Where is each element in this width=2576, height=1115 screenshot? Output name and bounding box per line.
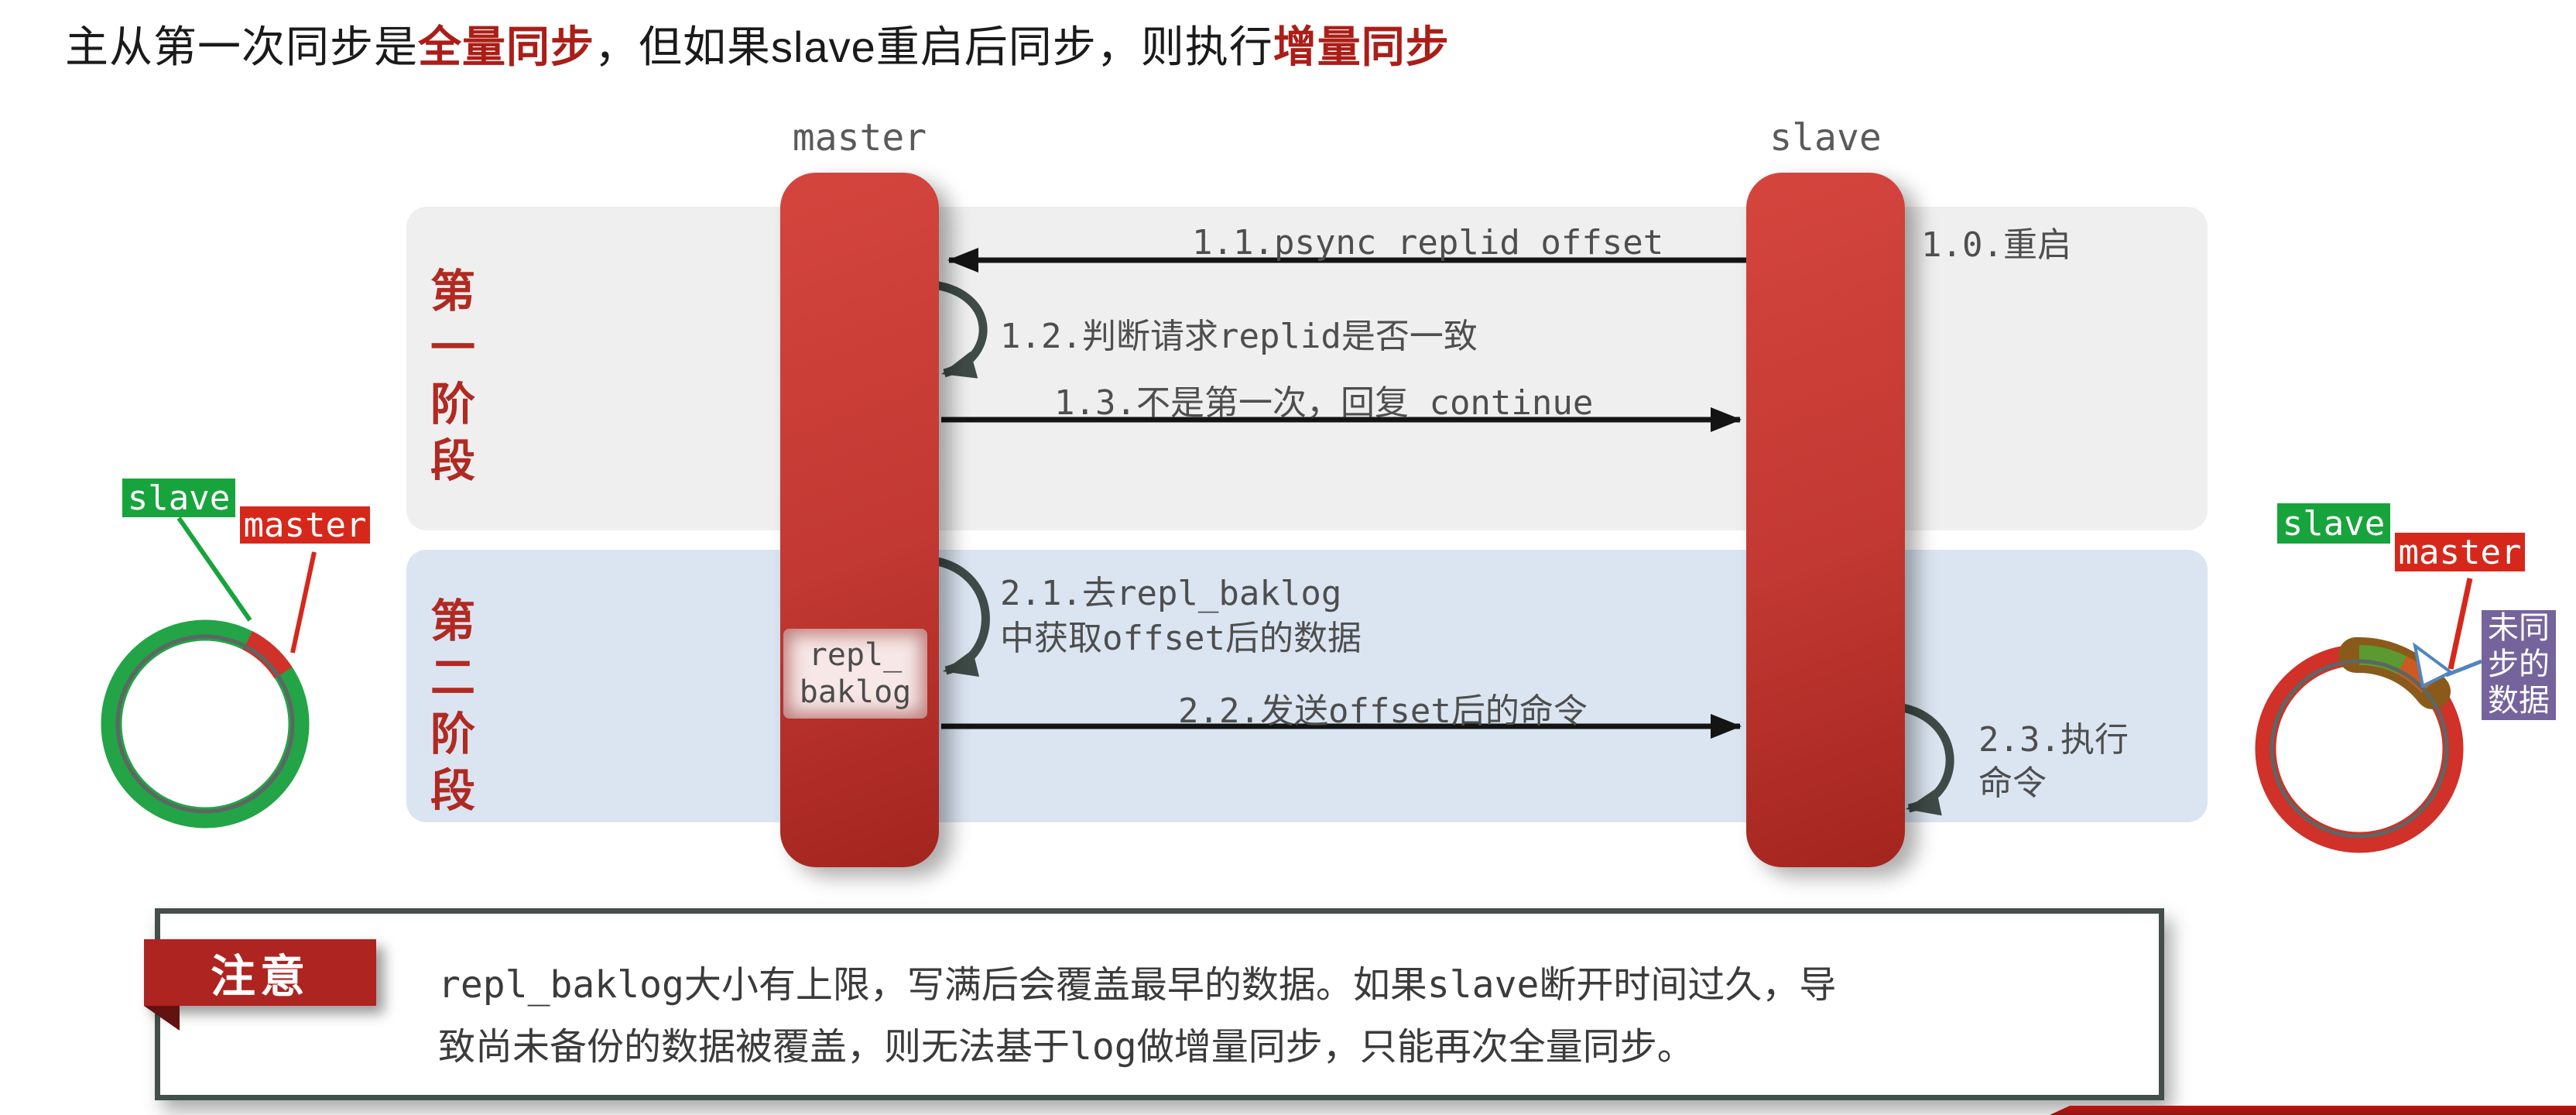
message-2-1-line2: 中获取offset后的数据: [1000, 619, 1362, 658]
message-2-3-line2: 命令: [1978, 763, 2047, 803]
unsync-callout-line: [2445, 659, 2482, 678]
title-emphasis-incremental-sync: 增量同步: [1273, 22, 1450, 71]
slave-lifeline-bar: [1746, 173, 1905, 867]
right-ring-orange-segment: [2396, 656, 2437, 693]
repl-baklog-box: repl_ baklog: [783, 629, 927, 719]
message-2-1-get-data: 2.1.去repl_baklog 中获取offset后的数据: [1000, 571, 1362, 661]
title-segment: 主从第一次同步是: [65, 22, 418, 71]
message-2-3-line1: 2.3.执行: [1978, 720, 2129, 760]
message-1-1-psync: 1.1.psync replid offset: [1192, 223, 1664, 262]
left-ring-inner-line: [115, 634, 295, 814]
master-lifeline-bar: [780, 173, 939, 867]
message-2-3-exec: 2.3.执行 命令: [1978, 719, 2129, 805]
note-line2: 致尚未备份的数据被覆盖，则无法基于log做增量同步，只能再次全量同步。: [438, 1025, 1694, 1069]
right-ring-highlight-outline: [2338, 636, 2451, 709]
slave-lifeline-title: slave: [1769, 116, 1882, 160]
right-ring-slave-tag: slave: [2277, 503, 2390, 544]
phase2-label: 第二阶段: [430, 596, 475, 816]
page-title: 主从第一次同步是全量同步，但如果slave重启后同步，则执行增量同步: [65, 12, 1450, 75]
message-1-2-check-replid: 1.2.判断请求replid是否一致: [1000, 317, 1478, 356]
message-2-1-line1: 2.1.去repl_baklog: [1000, 574, 1342, 613]
note-line1: repl_baklog大小有上限，写满后会覆盖最早的数据。如果slave断开时间…: [438, 963, 1837, 1007]
master-lifeline-title: master: [792, 116, 927, 160]
message-1-3-continue: 1.3.不是第一次，回复 continue: [1054, 383, 1594, 423]
title-segment: ，但如果slave重启后同步，则执行: [594, 22, 1273, 71]
title-emphasis-full-sync: 全量同步: [418, 22, 594, 71]
left-master-pointer-line: [290, 551, 317, 654]
right-ring-inner-line: [2269, 659, 2449, 839]
unsync-callout-wedge: [2413, 642, 2454, 688]
right-ring-green-segment: [2358, 644, 2406, 674]
repl-baklog-line1: repl_: [808, 637, 903, 673]
left-ring-green: [101, 619, 310, 829]
message-1-0-restart: 1.0.重启: [1921, 225, 2071, 265]
left-ring-slave-tag: slave: [122, 479, 235, 518]
left-ring-red-segment: [242, 631, 293, 679]
note-box: [155, 908, 2164, 1100]
note-badge: 注意: [144, 939, 376, 1031]
unsynced-data-tag: 未同步的数据: [2482, 610, 2556, 720]
right-ring-red: [2255, 644, 2464, 853]
bottom-right-ribbon: [2050, 1106, 2576, 1115]
note-text: repl_baklog大小有上限，写满后会覆盖最早的数据。如果slave断开时间…: [438, 954, 1836, 1078]
right-ring-master-tag: master: [2395, 533, 2525, 572]
left-ring-master-tag: master: [240, 506, 370, 545]
right-master-pointer-line: [2448, 578, 2473, 670]
phase1-label: 第一阶段: [430, 266, 475, 486]
message-2-2-send-commands: 2.2.发送offset后的命令: [1178, 691, 1588, 731]
repl-baklog-line2: baklog: [799, 674, 912, 710]
